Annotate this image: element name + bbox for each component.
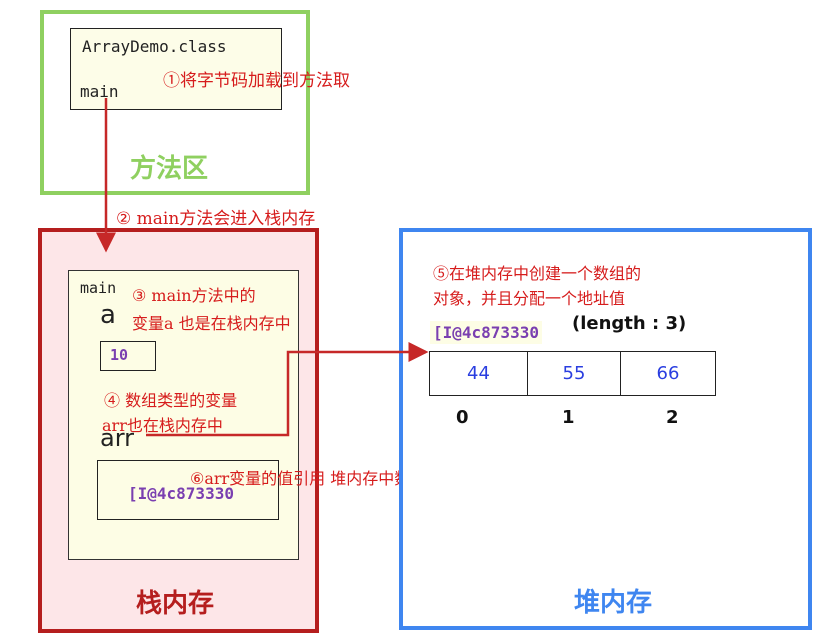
arrow-arr-to-heap bbox=[146, 342, 429, 437]
heap-address: [I@4c873330 bbox=[430, 321, 542, 344]
step4-note-2: arr也在栈内存中 bbox=[102, 416, 223, 435]
var-a-note: 变量a 也是在栈内存中 bbox=[132, 314, 291, 333]
a-value-box bbox=[100, 341, 156, 371]
array-cell-1: 55 bbox=[527, 351, 621, 396]
stack-title: 栈内存 bbox=[136, 589, 215, 619]
heap-title: 堆内存 bbox=[574, 588, 653, 618]
class-name: ArrayDemo.class bbox=[82, 37, 227, 56]
arr-value-box bbox=[97, 460, 279, 520]
var-a-label: a bbox=[100, 300, 116, 330]
step2-note: ② main方法会进入栈内存 bbox=[116, 209, 316, 229]
class-file-box bbox=[70, 28, 282, 110]
array-index-1: 1 bbox=[562, 407, 575, 428]
var-arr-label: arr bbox=[100, 424, 135, 452]
heap-memory bbox=[399, 228, 812, 630]
length-label: (length : 3) bbox=[572, 313, 687, 334]
step5-note-1: ⑤在堆内存中创建一个数组的 bbox=[433, 264, 642, 283]
step3-note: ③ main方法中的 bbox=[132, 286, 256, 305]
array-cell-0: 44 bbox=[429, 351, 528, 396]
method-area-title: 方法区 bbox=[130, 154, 209, 184]
step5-note-2: 对象，并且分配一个地址值 bbox=[433, 289, 626, 308]
frame-label: main bbox=[80, 279, 117, 297]
a-value: 10 bbox=[110, 346, 129, 364]
arr-value: [I@4c873330 bbox=[128, 484, 234, 503]
array-index-2: 2 bbox=[666, 407, 679, 428]
step1-note: ①将字节码加载到方法取 bbox=[163, 71, 350, 91]
array-cell-2: 66 bbox=[620, 351, 716, 396]
method-main-label: main bbox=[80, 82, 119, 101]
array-index-0: 0 bbox=[456, 407, 469, 428]
step4-note-1: ④ 数组类型的变量 bbox=[104, 391, 238, 410]
